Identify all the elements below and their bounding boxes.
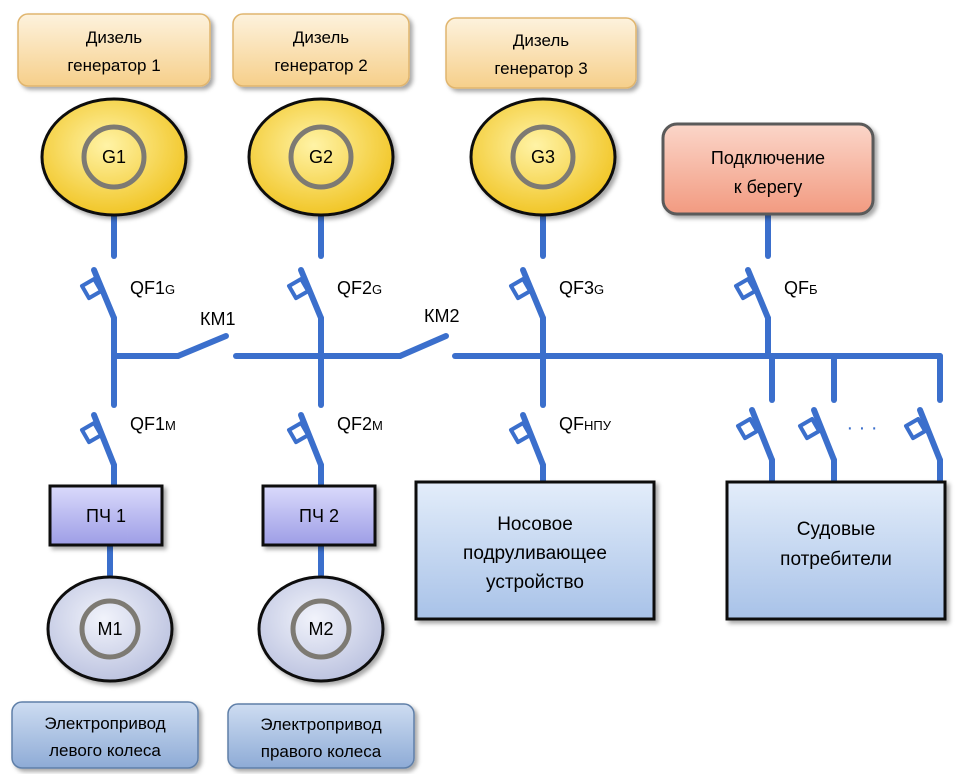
svg-text:Носовое: Носовое [497, 514, 573, 535]
breaker-qf3g-icon [509, 267, 546, 321]
svg-text:Дизель: Дизель [513, 31, 569, 50]
generator-1-title: Дизель генератор 1 [17, 13, 211, 87]
generator-2-title: Дизель генератор 2 [232, 13, 410, 87]
qf1m-label: QF1M [130, 414, 176, 434]
qf3g-label: QF3G [559, 278, 604, 298]
km1-label: КМ1 [200, 309, 236, 329]
shore-connection-box: Подключение к берегу [661, 122, 875, 216]
km1-contact [175, 333, 229, 359]
svg-text:G2: G2 [309, 147, 333, 167]
converter-pch2: ПЧ 2 [261, 484, 377, 547]
generator-g3: G3 [469, 97, 617, 217]
drive-right-wheel-label: Электропривод правого колеса [227, 703, 415, 769]
generator-g2: G2 [247, 97, 395, 217]
svg-text:Судовые: Судовые [797, 519, 876, 540]
svg-text:потребители: потребители [780, 549, 892, 570]
generator-g1: G1 [40, 97, 188, 217]
motor-m1: M1 [46, 575, 174, 683]
breaker-feeder-2-icon [798, 407, 837, 463]
qfb-label: QFБ [784, 278, 818, 298]
motor-m2: M2 [257, 575, 385, 683]
svg-text:ПЧ 1: ПЧ 1 [86, 506, 126, 526]
breaker-feeder-1-icon [736, 407, 775, 463]
svg-text:левого колеса: левого колеса [49, 741, 161, 760]
breaker-qfb-icon [734, 267, 771, 321]
svg-text:к берегу: к берегу [734, 177, 803, 197]
converter-pch1: ПЧ 1 [48, 484, 164, 547]
svg-text:Дизель: Дизель [293, 28, 349, 47]
breaker-qf1m-icon [80, 412, 117, 468]
svg-text:подруливающее: подруливающее [463, 543, 607, 564]
bow-thruster-box: Носовое подруливающее устройство [414, 480, 656, 621]
svg-text:G1: G1 [102, 147, 126, 167]
ship-consumers-box: Судовые потребители [725, 480, 947, 621]
svg-text:генератор 1: генератор 1 [67, 56, 160, 75]
breaker-qf2g-icon [287, 267, 324, 321]
svg-text:Подключение: Подключение [711, 148, 825, 168]
drive-left-wheel-label: Электропривод левого колеса [11, 701, 199, 769]
svg-text:генератор 2: генератор 2 [274, 56, 367, 75]
svg-text:генератор 3: генератор 3 [494, 59, 587, 78]
km2-label: КМ2 [424, 306, 460, 326]
qf2m-label: QF2M [337, 414, 383, 434]
more-consumers-ellipsis: · · · [846, 417, 877, 439]
qf2g-label: QF2G [337, 278, 382, 298]
svg-text:M1: M1 [97, 619, 122, 639]
generator-3-title: Дизель генератор 3 [445, 17, 637, 89]
svg-text:устройство: устройство [486, 572, 584, 593]
breaker-feeder-3-icon [904, 407, 943, 463]
svg-text:правого колеса: правого колеса [261, 742, 382, 761]
breaker-qf1g-icon [80, 267, 117, 321]
svg-text:G3: G3 [531, 147, 555, 167]
svg-text:Дизель: Дизель [86, 28, 142, 47]
breaker-qf2m-icon [287, 412, 324, 468]
breaker-qfnpu-icon [509, 412, 546, 468]
km2-contact [397, 333, 449, 359]
svg-text:ПЧ 2: ПЧ 2 [299, 506, 339, 526]
svg-text:M2: M2 [308, 619, 333, 639]
qfnpu-label: QFНПУ [559, 414, 612, 434]
svg-text:Электропривод: Электропривод [260, 715, 381, 734]
qf1g-label: QF1G [130, 278, 175, 298]
svg-text:Электропривод: Электропривод [44, 714, 165, 733]
